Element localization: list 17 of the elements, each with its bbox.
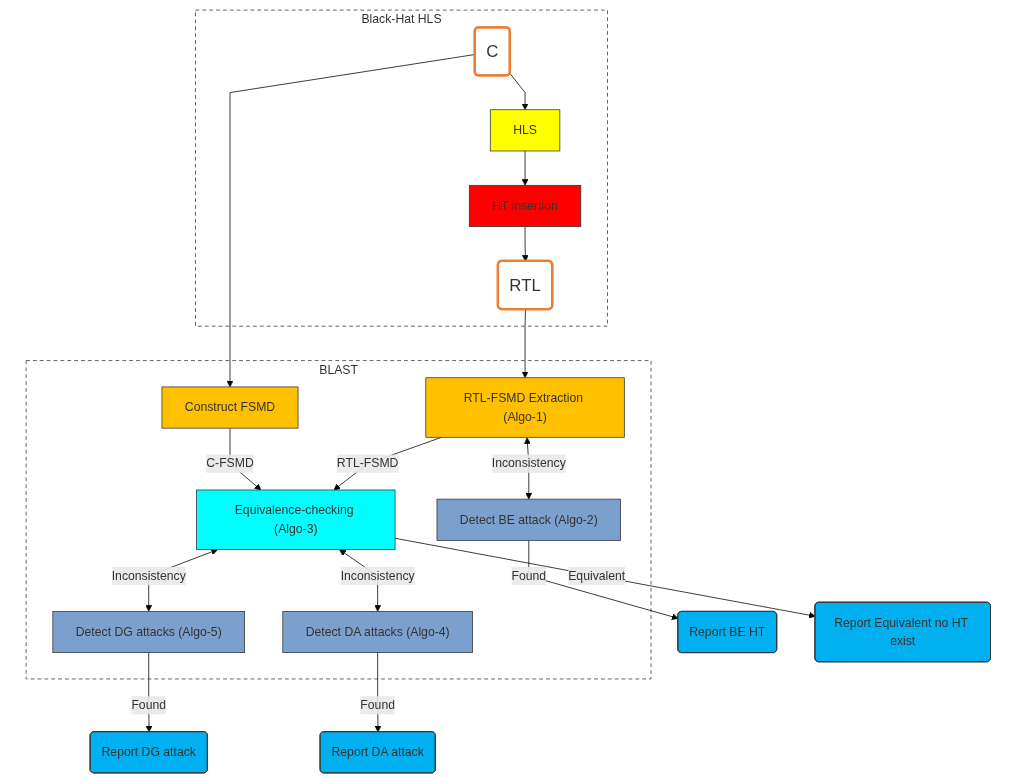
node-box: HLS bbox=[489, 109, 560, 152]
node-box: Detect BE attack (Algo-2) bbox=[436, 498, 621, 541]
node-box: Construct FSMD bbox=[161, 386, 299, 429]
node-box: RTL-FSMD Extraction (Algo-1) bbox=[425, 377, 625, 438]
edge-label: C-FSMD bbox=[205, 456, 254, 470]
edge-label: RTL-FSMD bbox=[336, 456, 399, 470]
node-box: Detect DG attacks (Algo-5) bbox=[52, 611, 245, 653]
edge-label: Inconsistency bbox=[111, 569, 186, 582]
edge-label: Inconsistency bbox=[491, 456, 566, 470]
edge-label: Inconsistency bbox=[340, 569, 415, 582]
node-box: Detect DA attacks (Algo-4) bbox=[282, 611, 473, 653]
edge-label: Found bbox=[360, 698, 395, 712]
node-box: Equivalence-checking (Algo-3) bbox=[195, 489, 396, 550]
edge-label: Found bbox=[131, 698, 166, 712]
node-box: HT insertion bbox=[468, 184, 581, 227]
edge-label: Found bbox=[511, 569, 546, 582]
edge-label: Equivalent bbox=[567, 569, 625, 582]
